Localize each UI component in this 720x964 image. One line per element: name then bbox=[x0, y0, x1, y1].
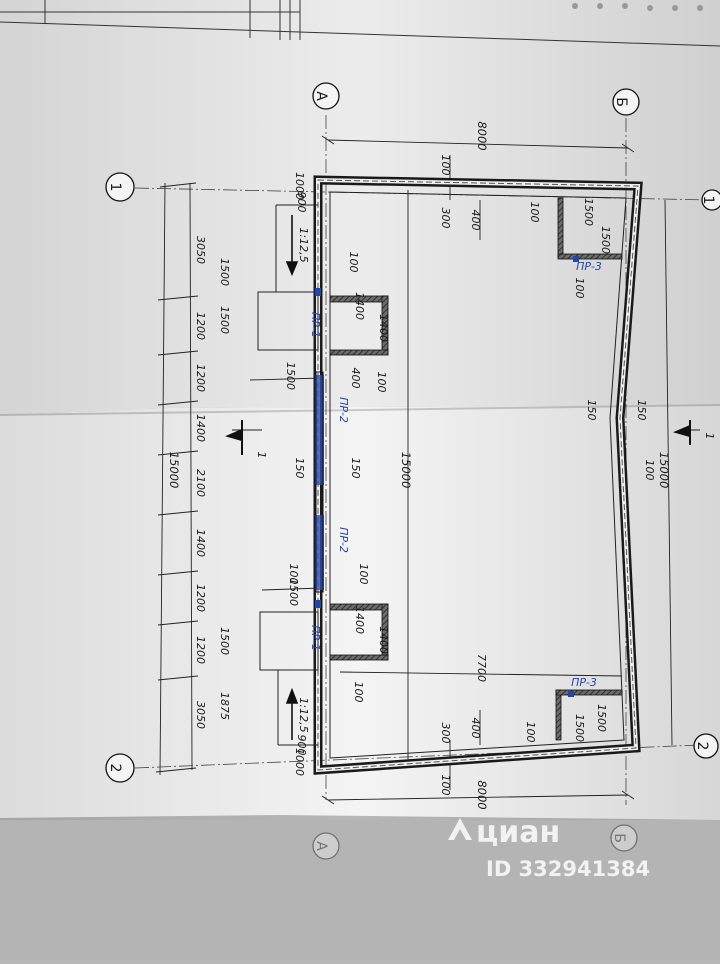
ramp-scale-top: 1:12,5 bbox=[297, 227, 310, 262]
dim-1400-b: 1400 bbox=[194, 529, 207, 557]
dim-3050-top: 3050 bbox=[194, 236, 207, 264]
table-strip bbox=[0, 820, 720, 960]
axis-1-label: 1 bbox=[107, 183, 123, 192]
dim-1400-a: 1400 bbox=[194, 414, 207, 442]
dim-150-right-wall-a: 150 bbox=[585, 400, 598, 421]
dim-100-pr3-top: 100 bbox=[528, 202, 541, 223]
label-pr2-bottom: ПР-2 bbox=[337, 527, 350, 553]
binder-holes bbox=[572, 3, 703, 11]
dim-100-wall-c: 100 bbox=[352, 682, 365, 703]
dimension-lines bbox=[159, 139, 700, 801]
axis-2-right-label: 2 bbox=[694, 742, 710, 751]
dim-2100: 2100 bbox=[194, 469, 207, 497]
dimension-ticks bbox=[155, 135, 635, 805]
axis-2-label: 2 bbox=[107, 764, 123, 773]
dim-300-top: 300 bbox=[439, 208, 452, 229]
section-marks bbox=[225, 420, 691, 455]
dim-1000-top: 1000 bbox=[293, 172, 306, 200]
vestibules bbox=[329, 197, 623, 741]
dim-100-step: 100 bbox=[287, 564, 300, 585]
dim-300-bottom: 300 bbox=[439, 723, 452, 744]
dim-1500-b: 1500 bbox=[218, 306, 231, 334]
dim-100-bottom-wall: 100 bbox=[439, 775, 452, 796]
axis-1-right-label: 1 bbox=[700, 196, 716, 205]
dim-900-top: 900 bbox=[295, 192, 308, 213]
label-pr1-top: ПР-1 bbox=[309, 312, 322, 338]
dim-100-pr3-bottom: 100 bbox=[524, 722, 537, 743]
paper-shading bbox=[0, 0, 720, 820]
dim-100-pr3-top-b: 100 bbox=[573, 278, 586, 299]
axis-1-bubble bbox=[105, 172, 135, 202]
dim-150-right: 150 bbox=[349, 458, 362, 479]
dim-400-window: 400 bbox=[349, 368, 362, 389]
dim-8000-bottom: 8000 bbox=[475, 780, 489, 809]
door-markers bbox=[315, 256, 579, 697]
dim-100-wall-a: 100 bbox=[347, 252, 360, 273]
label-pr3-top: ПР-3 bbox=[576, 260, 602, 273]
dim-1500-step-a: 1500 bbox=[284, 362, 297, 390]
dim-100-window: 100 bbox=[375, 372, 388, 393]
axis-b-top-label: Б bbox=[613, 97, 629, 107]
axis-b-top-bubble bbox=[612, 88, 640, 116]
dim-15000-left: 15000 bbox=[167, 452, 181, 489]
ramp-scale-bottom: 1:12,5 bbox=[297, 697, 310, 732]
dim-400-top: 400 bbox=[469, 210, 482, 231]
element-labels: ПР-1 ПР-1 ПР-2 ПР-2 ПР-3 ПР-3 1 1 bbox=[255, 260, 716, 689]
watermark-brand: циан bbox=[476, 815, 560, 850]
cian-logo-icon bbox=[448, 818, 472, 840]
label-pr2-top: ПР-2 bbox=[337, 397, 350, 423]
axis-2-right-bubble bbox=[693, 733, 719, 759]
label-pr1-bottom: ПР-1 bbox=[309, 625, 322, 651]
dim-15000-inner: 15000 bbox=[399, 452, 413, 489]
dim-100-top-wall: 100 bbox=[439, 155, 452, 176]
dim-1400-vest-b: 1400 bbox=[377, 314, 390, 342]
dim-1200-c: 1200 bbox=[194, 584, 207, 612]
entrance-steps bbox=[257, 204, 319, 746]
dim-100-wall-b: 100 bbox=[357, 564, 370, 585]
ramp-arrows bbox=[285, 215, 299, 740]
dim-15000-right: 15000 bbox=[657, 452, 671, 489]
dim-1500-pr3-bottom: 1500 bbox=[573, 714, 586, 742]
label-pr3-bottom: ПР-3 bbox=[571, 676, 597, 689]
dim-1500-pr3-bottom-v: 1500 bbox=[595, 704, 608, 732]
dim-400-bottom: 400 bbox=[469, 718, 482, 739]
dim-1500-pr3-top-v: 1500 bbox=[599, 226, 612, 254]
dim-7700: 7700 bbox=[475, 654, 488, 682]
dim-1200-d: 1200 bbox=[194, 636, 207, 664]
dim-1200-a: 1200 bbox=[194, 312, 207, 340]
dim-1200-b: 1200 bbox=[194, 364, 207, 392]
dim-1400-vest-d: 1400 bbox=[377, 626, 390, 654]
section-label-right: 1 bbox=[703, 433, 716, 440]
dim-1875: 1875 bbox=[218, 692, 231, 720]
dim-150-right-wall-b: 150 bbox=[635, 400, 648, 421]
glazing bbox=[315, 371, 324, 593]
dim-1500-pr3-top: 1500 bbox=[582, 198, 595, 226]
title-block bbox=[0, 0, 720, 47]
dim-1500-c: 1500 bbox=[218, 627, 231, 655]
section-label-left: 1 bbox=[255, 452, 268, 459]
dim-100-right-wall: 100 bbox=[643, 460, 656, 481]
dim-1400-vest-c: 1400 bbox=[353, 606, 366, 634]
watermark-id: ID 332941384 bbox=[486, 857, 650, 881]
dim-1000-bottom: 1000 bbox=[293, 748, 306, 776]
cian-watermark: циан ID 332941384 bbox=[448, 815, 650, 881]
dim-3050-bottom: 3050 bbox=[194, 701, 207, 729]
dim-1400-vest-a: 1400 bbox=[353, 292, 366, 320]
dimension-texts: 8000 8000 15000 15000 15000 7700 3050 30… bbox=[167, 121, 671, 809]
axis-a-top-bubble bbox=[312, 82, 340, 110]
axis-2-bubble bbox=[105, 753, 135, 783]
dim-1500-step-b: 1500 bbox=[287, 578, 300, 606]
dim-900-bottom: 900 bbox=[295, 735, 308, 756]
axis-a-top-label: А bbox=[313, 91, 329, 101]
dim-1500-a: 1500 bbox=[218, 258, 231, 286]
dim-150-left: 150 bbox=[293, 458, 306, 479]
axis-1-right-bubble bbox=[701, 189, 720, 211]
walls bbox=[313, 175, 643, 775]
dim-8000-top: 8000 bbox=[475, 121, 489, 150]
